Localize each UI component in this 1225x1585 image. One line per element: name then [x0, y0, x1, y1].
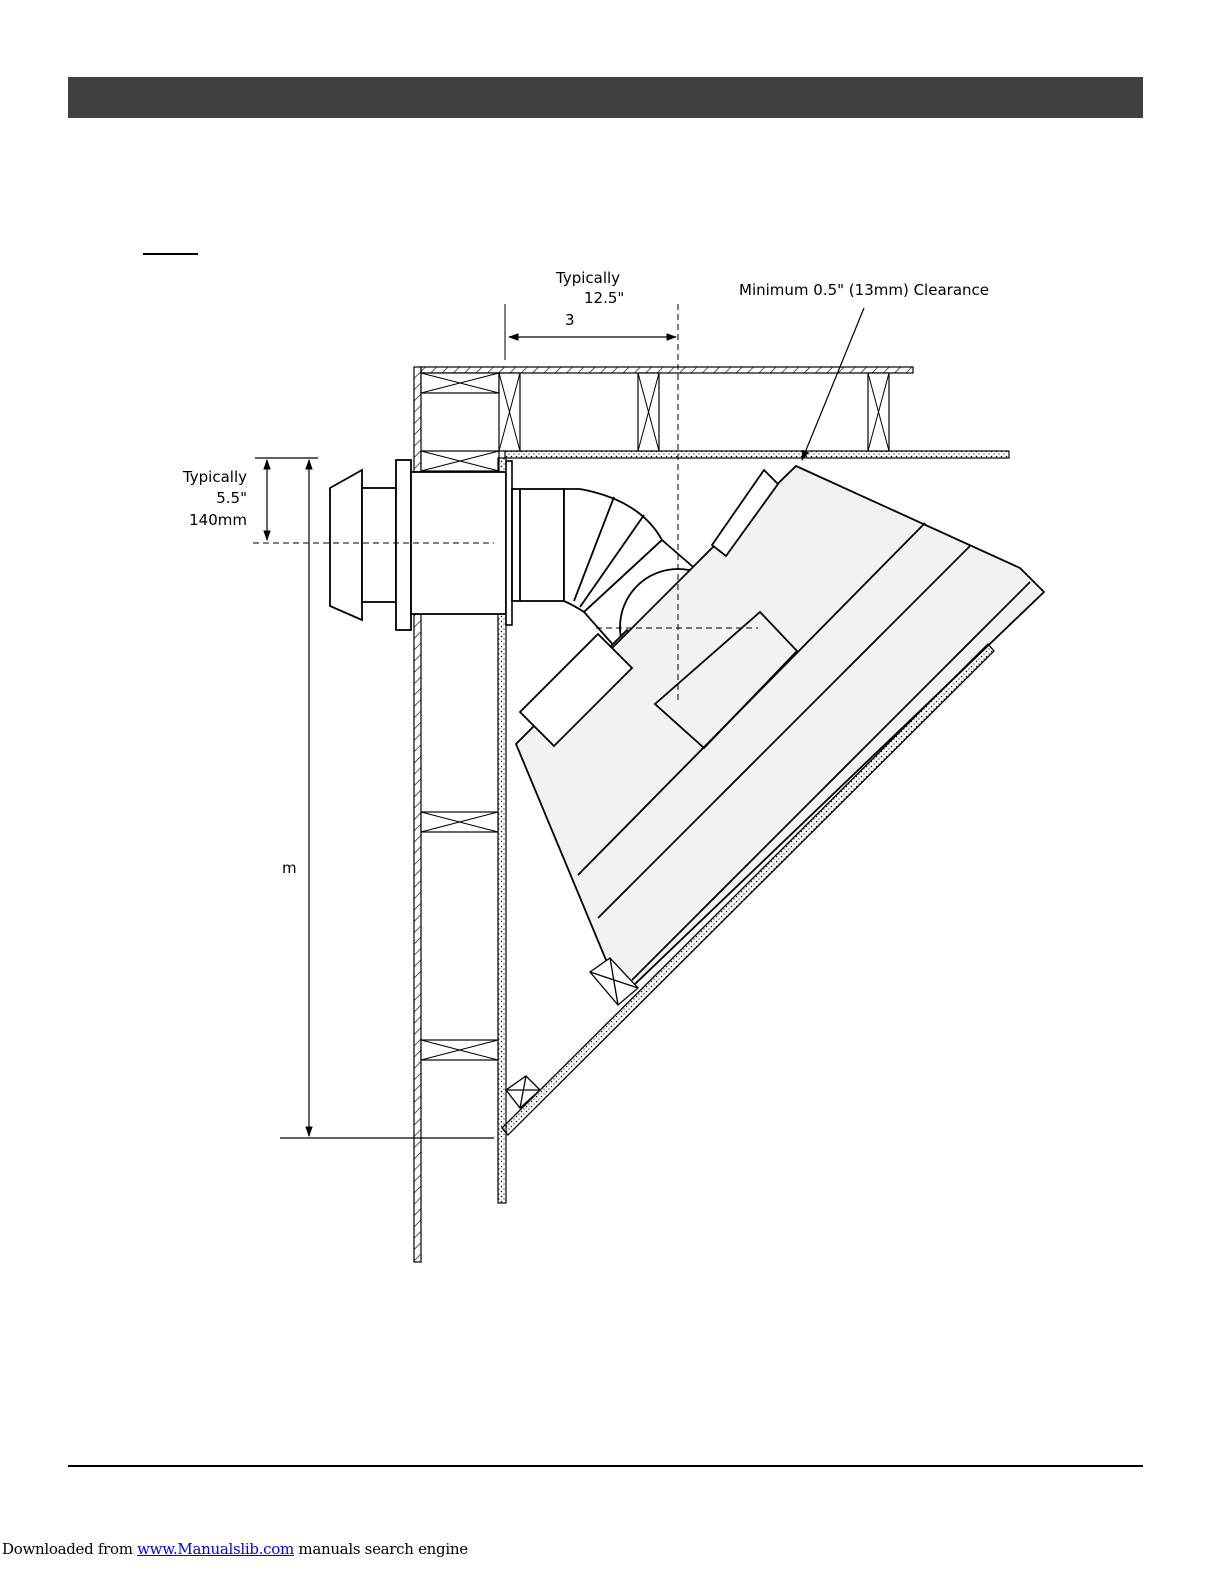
clearance-label: Minimum 0.5" (13mm) Clearance — [739, 281, 989, 299]
height-metric-label: m — [282, 859, 297, 877]
top-metric-label: 3 — [565, 311, 575, 329]
footer-rule — [68, 1465, 1143, 1467]
top-typically-label: Typically — [555, 269, 620, 287]
left-typically-label: Typically — [182, 468, 247, 486]
left-value-label: 5.5" — [216, 489, 247, 507]
footer: Downloaded from www.Manualslib.com manua… — [2, 1540, 468, 1558]
footer-suffix: manuals search engine — [294, 1540, 468, 1558]
vent-termination — [330, 460, 512, 630]
ceiling-structure — [421, 367, 1009, 471]
top-value-label: 12.5" — [584, 289, 624, 307]
left-metric-label: 140mm — [189, 511, 247, 529]
manualslib-link[interactable]: www.Manualslib.com — [137, 1540, 294, 1558]
footer-prefix: Downloaded from — [2, 1540, 137, 1558]
